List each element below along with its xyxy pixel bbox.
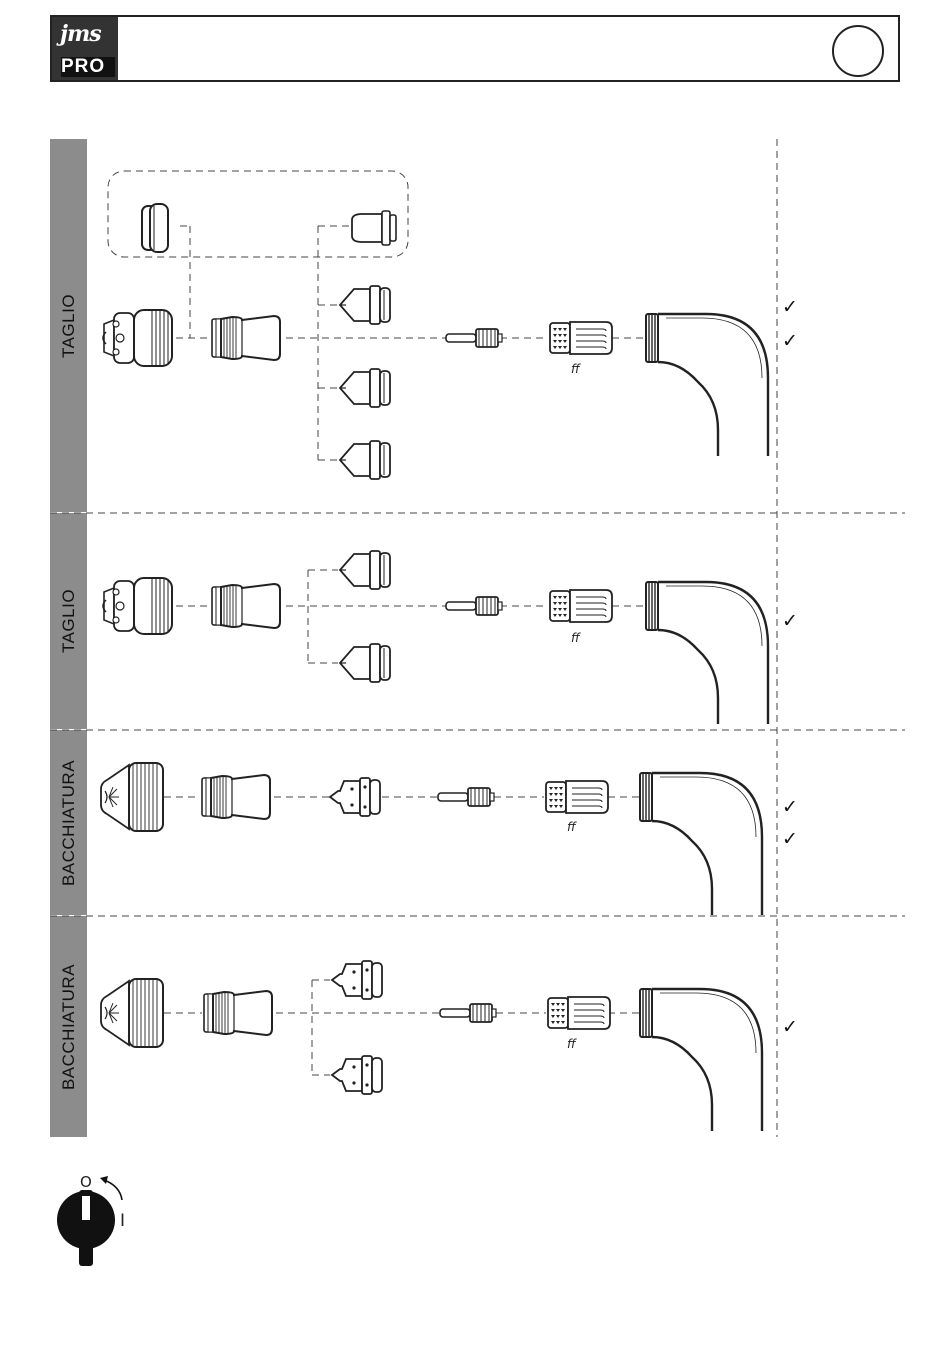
switch-on-label: I <box>120 1211 125 1231</box>
switch-off-label: O <box>80 1173 92 1191</box>
